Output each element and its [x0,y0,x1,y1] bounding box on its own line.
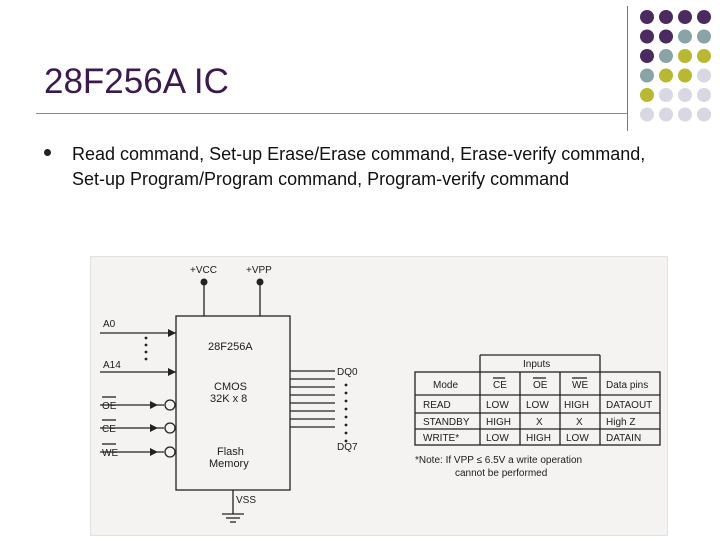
table-cell: WRITE* [423,433,459,444]
decorative-dot [640,68,654,83]
decorative-dot [659,107,673,122]
table-cell: LOW [566,433,589,444]
decorative-dot [697,29,711,44]
dq0-label: DQ0 [337,367,358,378]
we-label: WE [102,448,118,459]
chip-name: 28F256A [208,341,253,353]
table-cell: LOW [486,400,509,411]
table-header-we: WE [572,380,588,391]
bullet-icon [44,149,51,156]
decorative-dot [640,107,654,122]
vss-label: VSS [236,495,256,506]
decorative-dot [640,29,654,44]
chip-org: 32K x 8 [210,393,247,405]
table-cell: LOW [526,400,549,411]
a0-label: A0 [103,319,116,330]
table-header-ce: CE [493,380,507,391]
decorative-dot-grid [640,10,711,122]
decorative-dot [659,88,673,102]
decorative-dot [659,10,673,24]
decorative-dot [659,68,673,83]
decorative-dot [678,68,692,83]
ce-label: CE [102,424,116,435]
table-header-oe: OE [533,380,548,391]
decorative-dot [659,49,673,63]
table-note-line2: cannot be performed [455,468,547,479]
table-cell: LOW [486,433,509,444]
table-cell: HIGH [486,417,511,428]
decorative-dot [678,29,692,44]
chip-type-1: Flash [217,446,244,458]
dq7-label: DQ7 [337,442,358,453]
decorative-dot [678,107,692,122]
oe-label: OE [102,401,117,412]
title-divider [36,113,628,114]
decorative-dot [678,88,692,102]
bullet-text: Read command, Set-up Erase/Erase command… [72,144,646,189]
table-header-mode: Mode [433,380,458,391]
table-note-line1: *Note: If VPP ≤ 6.5V a write operation [415,455,582,466]
chip-type-2: Memory [209,458,249,470]
decorative-dot [697,107,711,122]
decorative-dot [640,49,654,63]
decorative-dot [697,49,711,63]
table-cell: DATAOUT [606,400,652,411]
decorative-dot [678,49,692,63]
decorative-dot [640,88,654,102]
table-cell: DATAIN [606,433,641,444]
chip-tech: CMOS [214,381,247,393]
table-cell: HIGH [526,433,551,444]
decorative-dot [678,10,692,24]
a14-label: A14 [103,360,121,371]
corner-divider [627,6,628,131]
table-cell: High Z [606,417,635,428]
decorative-dot [697,88,711,102]
table-cell: HIGH [564,400,589,411]
table-header-data-pins: Data pins [606,380,648,391]
table-cell: READ [423,400,451,411]
table-cell: STANDBY [423,417,470,428]
decorative-dot [640,10,654,24]
decorative-dot [697,10,711,24]
table-group-header: Inputs [523,359,550,370]
vcc-label: +VCC [190,265,217,276]
decorative-dot [697,68,711,83]
table-cell: X [536,417,543,428]
decorative-dot [659,29,673,44]
figure-scan-background [90,256,668,536]
vpp-label: +VPP [246,265,272,276]
slide-title: 28F256A IC [44,62,229,101]
table-cell: X [576,417,583,428]
